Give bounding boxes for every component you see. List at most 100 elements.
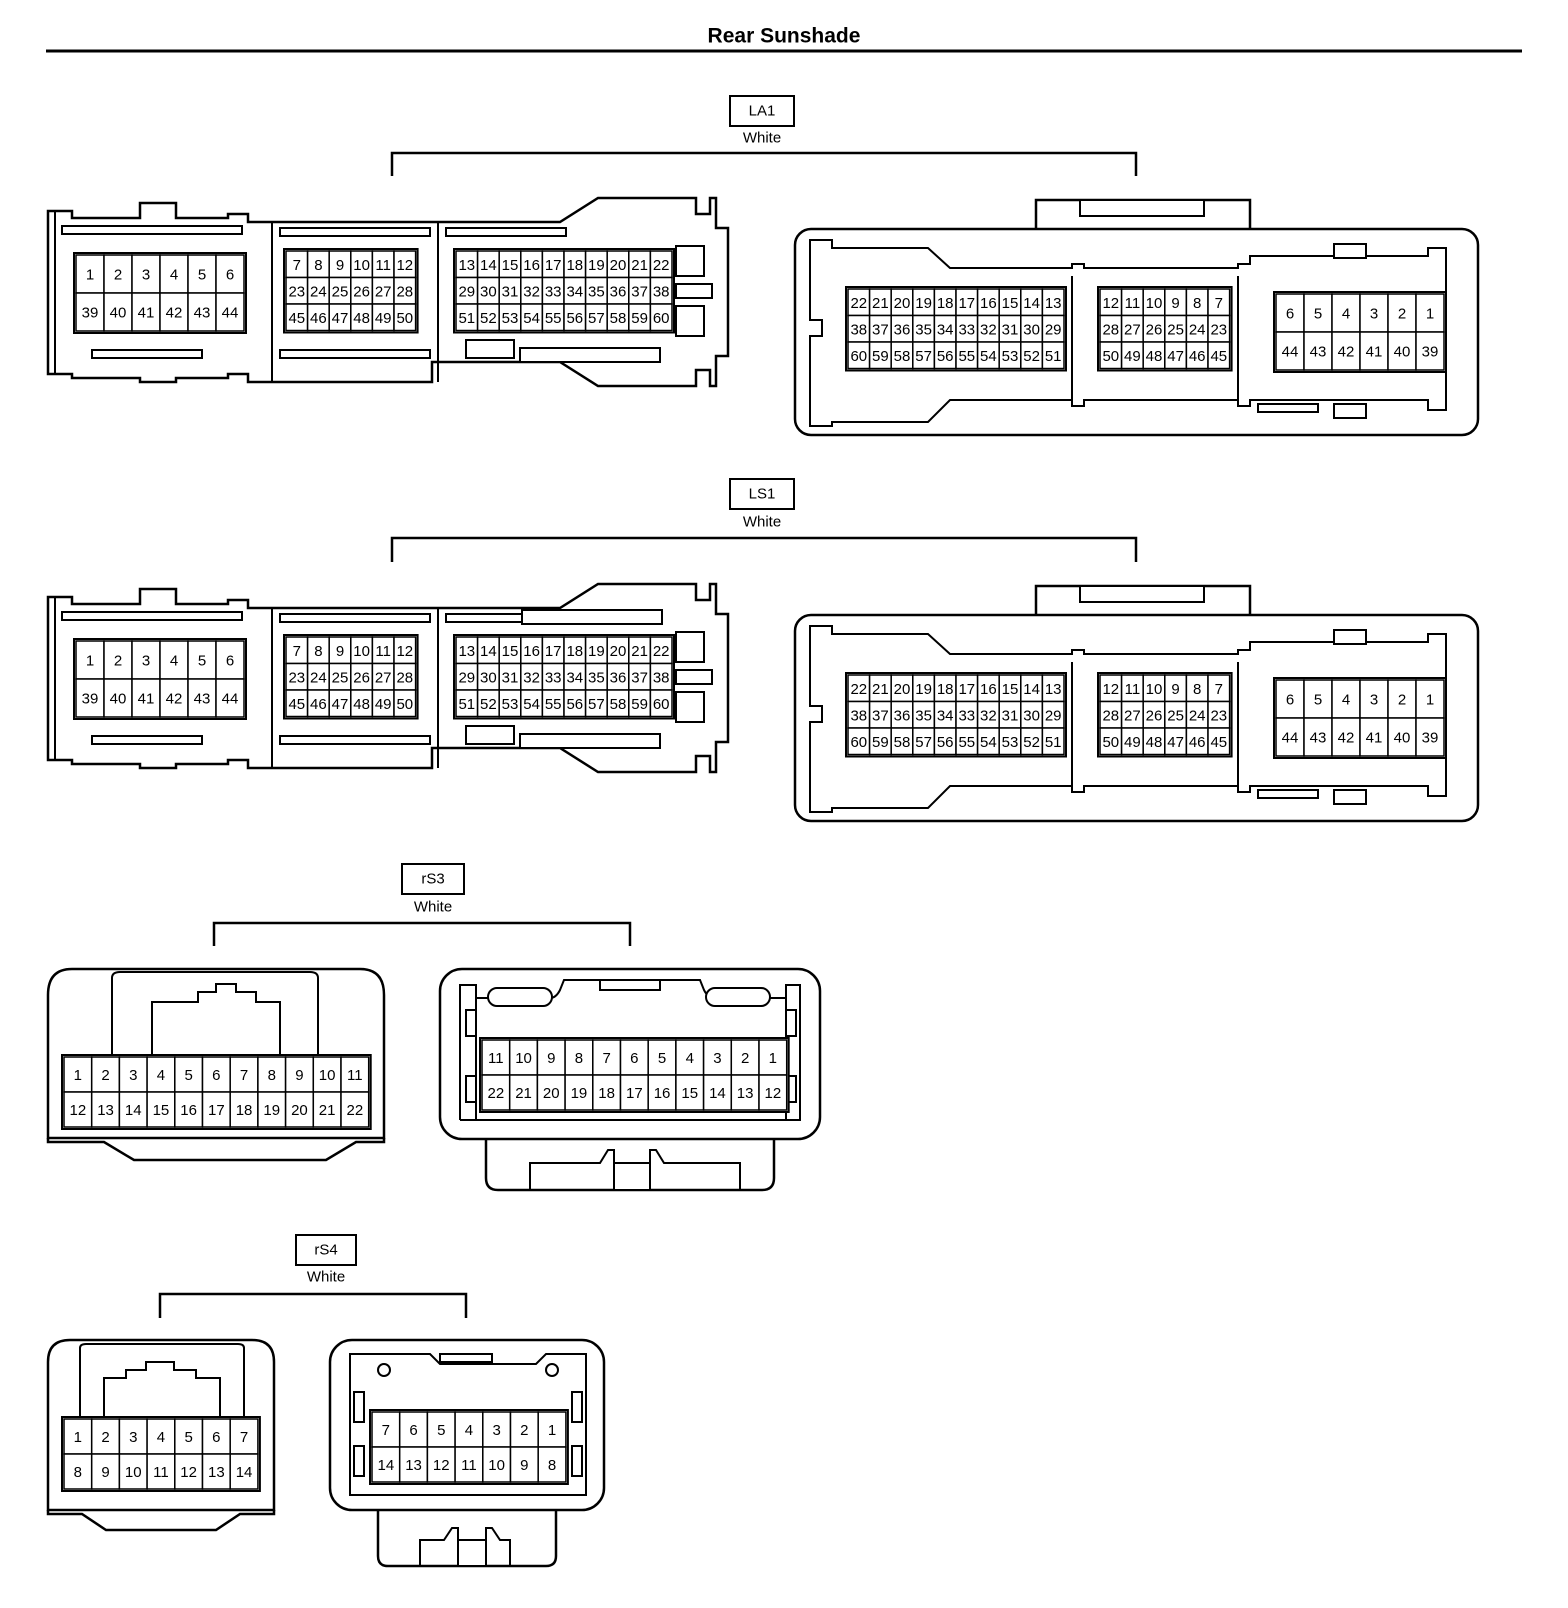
pin-number: 10 [488, 1457, 505, 1474]
pin-cell [215, 292, 245, 332]
pin-cell [426, 1411, 456, 1448]
pin-number: 32 [980, 321, 997, 338]
pin-cell [75, 292, 105, 332]
pin-number: 50 [396, 310, 413, 327]
pin-number: 13 [405, 1457, 422, 1474]
pin-number: 49 [1124, 348, 1141, 365]
pin-number: 27 [1124, 321, 1141, 338]
pin-number: 31 [502, 669, 519, 686]
pin-number: 7 [293, 257, 301, 274]
pin-number: 9 [336, 257, 344, 274]
pin-number: 13 [737, 1085, 754, 1102]
pin-number: 59 [631, 696, 648, 713]
pin-number: 22 [653, 257, 670, 274]
pin-number: 6 [212, 1067, 220, 1084]
pin-number: 57 [915, 734, 932, 751]
pin-cell [1387, 293, 1417, 333]
pin-number: 8 [575, 1050, 583, 1067]
pin-cell [481, 1074, 511, 1111]
pin-number: 31 [502, 283, 519, 300]
pin-number: 9 [1171, 295, 1179, 312]
pin-number: 40 [110, 691, 127, 708]
pin-cell [702, 1074, 733, 1111]
pin-cell [702, 1039, 733, 1076]
pin-number: 33 [545, 669, 562, 686]
pin-number: 2 [101, 1067, 109, 1084]
pin-number: 3 [492, 1422, 500, 1439]
pin-number: 54 [980, 734, 997, 751]
pin-number: 45 [288, 696, 305, 713]
pin-number: 18 [236, 1102, 253, 1119]
pin-number: 4 [170, 267, 178, 284]
pin-number: 14 [1023, 681, 1040, 698]
pin-cell [118, 1056, 148, 1093]
pin-number: 19 [263, 1102, 280, 1119]
pin-cell [758, 1039, 788, 1076]
pin-number: 11 [1125, 681, 1141, 698]
pin-number: 15 [502, 257, 519, 274]
pin-cell [758, 1074, 788, 1111]
pin-number: 19 [571, 1085, 588, 1102]
pin-cell [1415, 679, 1445, 719]
pin-cell [649, 689, 673, 718]
pin-number: 7 [1215, 295, 1223, 312]
pin-number: 25 [1167, 321, 1184, 338]
pin-number: 54 [523, 310, 540, 327]
connector-label-ls1: LS1 White [729, 478, 795, 531]
pin-number: 28 [396, 669, 413, 686]
pin-number: 30 [480, 669, 497, 686]
pin-number: 53 [1002, 734, 1019, 751]
pin-number: 28 [396, 283, 413, 300]
pin-number: 11 [488, 1050, 504, 1067]
pin-cell [131, 678, 161, 718]
pin-cell [1275, 331, 1305, 371]
pin-number: 58 [610, 310, 627, 327]
pin-cell [619, 1074, 649, 1111]
pin-cell [509, 1446, 539, 1483]
pin-number: 18 [566, 257, 583, 274]
pin-number: 5 [1314, 306, 1322, 323]
pin-number: 29 [458, 669, 475, 686]
pin-number: 23 [288, 669, 305, 686]
pin-number: 7 [240, 1067, 248, 1084]
pin-number: 22 [850, 295, 867, 312]
pin-number: 18 [566, 643, 583, 660]
pin-number: 25 [332, 283, 349, 300]
pin-cell [1207, 341, 1231, 370]
pin-number: 12 [765, 1085, 782, 1102]
pin-number: 44 [1282, 344, 1299, 361]
pin-number: 14 [709, 1085, 726, 1102]
pin-number: 55 [545, 696, 562, 713]
pin-cell [215, 678, 245, 718]
pin-number: 56 [937, 348, 954, 365]
pin-cell [1303, 717, 1333, 757]
pin-cell [393, 303, 417, 332]
pin-number: 26 [1146, 321, 1163, 338]
pin-number: 41 [1366, 730, 1383, 747]
pin-number: 21 [631, 643, 648, 660]
pin-number: 60 [850, 348, 867, 365]
pin-number: 57 [915, 348, 932, 365]
pin-number: 7 [293, 643, 301, 660]
pin-number: 2 [114, 653, 122, 670]
pin-number: 41 [138, 305, 155, 322]
pin-number: 34 [937, 321, 954, 338]
pin-number: 21 [872, 681, 889, 698]
pin-cell [730, 1074, 760, 1111]
pin-number: 27 [375, 669, 392, 686]
pin-number: 20 [543, 1085, 560, 1102]
pin-number: 23 [1210, 321, 1227, 338]
connector-color: White [743, 514, 781, 531]
pin-number: 5 [184, 1067, 192, 1084]
pin-number: 20 [291, 1102, 308, 1119]
pin-number: 52 [1023, 734, 1040, 751]
pin-number: 4 [157, 1067, 165, 1084]
pin-number: 1 [1426, 692, 1434, 709]
pin-number: 11 [347, 1067, 363, 1084]
pin-number: 3 [142, 653, 150, 670]
